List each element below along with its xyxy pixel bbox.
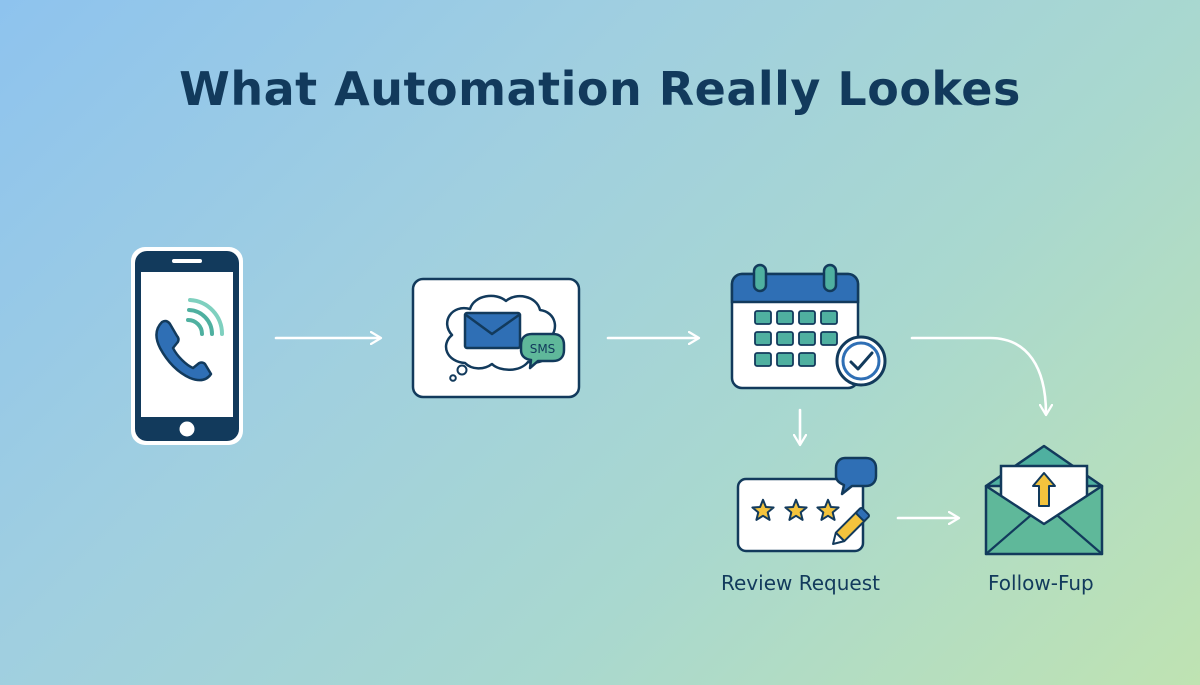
star-review-icon xyxy=(736,456,878,553)
arrow-calendar-to-followup xyxy=(910,336,1046,414)
calendar-check-icon xyxy=(730,263,887,390)
phone-call-icon xyxy=(131,247,243,445)
sms-badge-text: SMS xyxy=(530,342,556,356)
email-sms-bubble-icon: SMS xyxy=(411,277,581,399)
envelope-upload-icon xyxy=(984,444,1104,556)
follow-up-label: Follow-Fup xyxy=(988,571,1094,595)
diagram-title: What Automation Really Lookes xyxy=(179,62,1021,116)
review-request-label: Review Request xyxy=(721,571,880,595)
